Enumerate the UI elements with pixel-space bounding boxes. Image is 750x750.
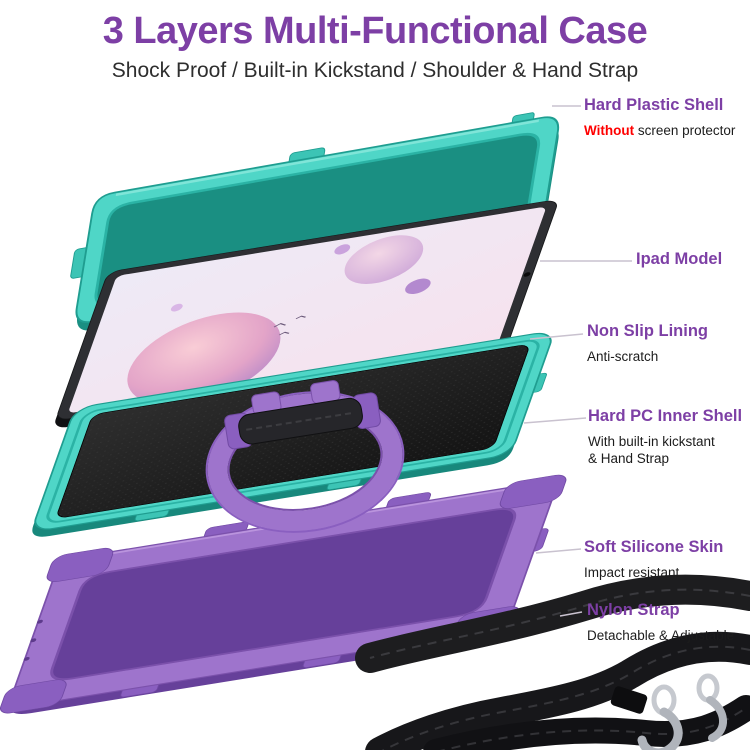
annotation-non-slip-lining: Non Slip Lining Anti-scratch	[587, 322, 750, 365]
annotation-sub-line2: & Hand Strap	[588, 451, 670, 466]
annotation-nylon-strap: Nylon Strap Detachable & Adjustable	[587, 601, 750, 644]
leader-line-hard-pc-inner-shell	[523, 417, 587, 424]
annotation-ipad-model: Ipad Model	[636, 250, 750, 269]
page-subtitle: Shock Proof / Built-in Kickstand / Shoul…	[111, 59, 639, 82]
annotation-label: Nylon Strap	[587, 601, 680, 619]
tablet-layer	[55, 200, 557, 428]
annotation-sub-line1: With built-in kickstant	[588, 434, 715, 449]
annotation-label: Ipad Model	[636, 250, 723, 268]
leader-line-nylon-strap	[559, 611, 583, 617]
annotation-label: Hard Plastic Shell	[584, 96, 724, 114]
warning-text: Without	[584, 123, 635, 138]
annotation-sub: Without screen protector	[584, 122, 750, 139]
annotation-soft-silicone-skin: Soft Silicone Skin Impact resistant	[584, 538, 750, 581]
annotation-sub: With built-in kickstant & Hand Strap	[588, 433, 750, 467]
page-title: 3 Layers Multi-Functional Case	[102, 10, 648, 52]
kickstand-ring	[205, 380, 405, 533]
camera-dot-icon	[523, 272, 531, 277]
page-header: 3 Layers Multi-Functional Case Shock Pro…	[0, 10, 750, 83]
annotation-label: Hard PC Inner Shell	[588, 407, 743, 425]
annotation-sub: Impact resistant	[584, 565, 680, 580]
annotation-sub: Anti-scratch	[587, 349, 659, 364]
annotation-label: Soft Silicone Skin	[584, 538, 724, 556]
nylon-strap	[355, 574, 750, 750]
metal-clasp-icon	[637, 684, 683, 750]
leader-line-soft-silicone-skin	[535, 548, 582, 554]
annotation-sub-text: screen protector	[634, 123, 736, 138]
annotation-hard-plastic-shell: Hard Plastic Shell Without screen protec…	[584, 96, 750, 139]
metal-clasp-icon	[696, 673, 727, 742]
annotation-label: Non Slip Lining	[587, 322, 708, 340]
annotation-hard-pc-inner-shell: Hard PC Inner Shell With built-in kickst…	[588, 407, 750, 467]
annotation-sub: Detachable & Adjustable	[587, 628, 735, 643]
leader-line-non-slip-lining	[529, 333, 584, 340]
leader-lines	[523, 105, 632, 617]
